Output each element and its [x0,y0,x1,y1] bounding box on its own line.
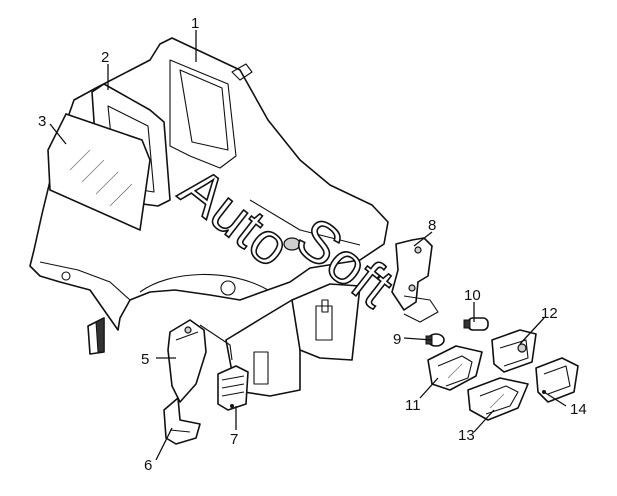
leader-lines [49,30,567,461]
callout-6: 6 [144,457,152,474]
callout-8: 8 [428,217,436,234]
part-11-lamp [427,345,483,391]
callout-1: 1 [191,15,199,32]
callout-11: 11 [405,397,421,414]
part-7-vent-grille [217,365,249,411]
part-5-bracket [167,319,207,403]
part-10-fastener [463,317,489,331]
part-12-lamp [491,329,537,373]
callouts: 1 2 3 5 6 7 8 9 10 11 12 13 14 [38,15,587,474]
callout-3: 3 [38,113,46,130]
callout-14: 14 [570,401,587,418]
mud-flap-piece [87,317,105,355]
part-14-lamp [535,357,579,403]
callout-2: 2 [101,49,109,66]
callout-12: 12 [541,305,558,322]
callout-13: 13 [458,427,475,444]
callout-7: 7 [230,431,238,448]
part-8-lamp-bracket [391,237,439,323]
part-13-lamp [467,377,529,421]
part-6-bracket [163,397,201,445]
part-3-quarter-glass [47,113,151,232]
callout-5: 5 [141,351,149,368]
callout-10: 10 [464,287,481,304]
callout-9: 9 [393,331,401,348]
